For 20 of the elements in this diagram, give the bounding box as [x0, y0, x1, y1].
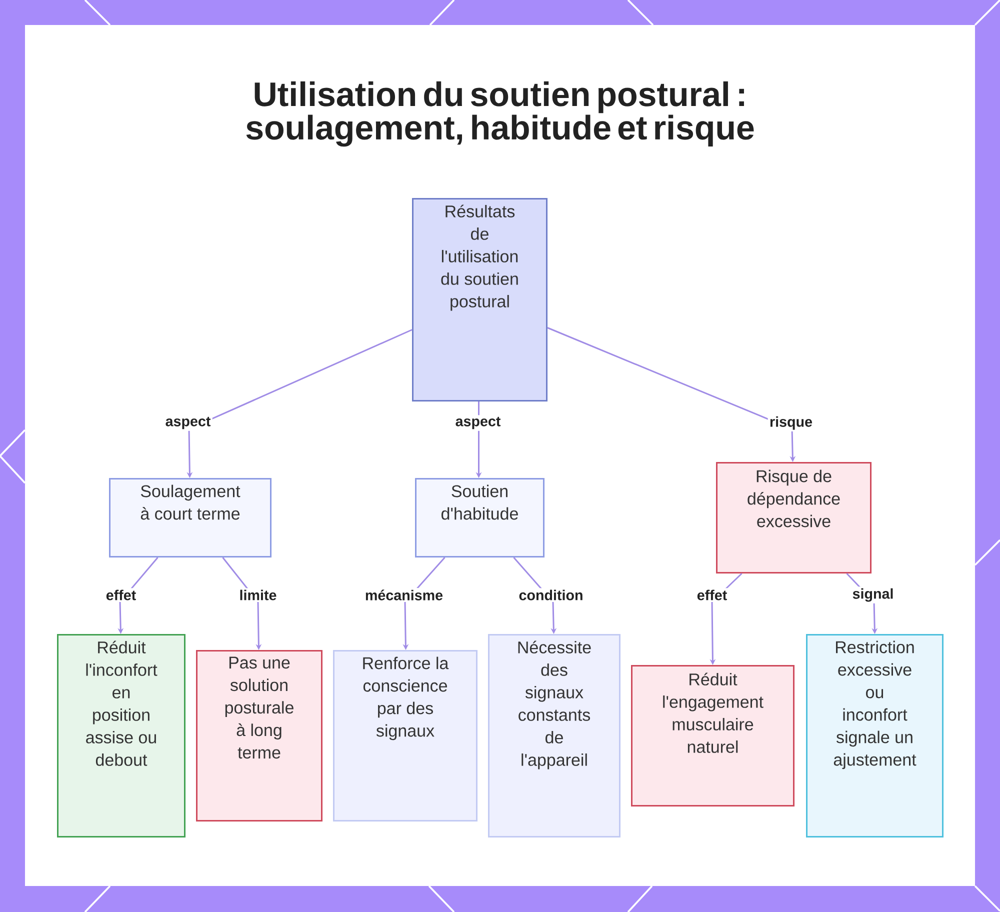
edge-label: limite: [238, 588, 278, 602]
process-box: Réduit l'engagement musculaire naturel: [631, 665, 795, 806]
process-box: Soutien d'habitude: [415, 478, 544, 558]
process-box: Pas une solution posturale à long terme: [196, 650, 322, 822]
edge-label: effet: [695, 588, 729, 602]
edge-label: risque: [768, 414, 814, 432]
title: Utilisation du soutien postural : soulagement, habitude et risque: [246, 81, 754, 147]
process-box: Nécessite des signaux constants de l'appareil: [488, 634, 620, 838]
edge-label: effet: [104, 588, 138, 602]
edge-label: condition: [517, 588, 585, 602]
edge-label: signal: [850, 586, 896, 604]
process-box: Risque de dépendance excessive: [716, 462, 872, 574]
process-box: Restriction excessive ou inconfort signale un ajustement: [806, 634, 944, 838]
process-box: Résultats de l'utilisation du soutien postural: [412, 198, 548, 402]
edge-label: mécanisme: [363, 588, 445, 602]
edge-label: aspect: [454, 415, 502, 431]
process-box: Renforce la conscience par des signaux: [333, 650, 478, 822]
process-box: Soulagement à court terme: [109, 478, 272, 558]
process-box: Réduit l'inconfort en position assise ou debout: [57, 634, 186, 838]
edge-label: aspect: [164, 415, 212, 431]
